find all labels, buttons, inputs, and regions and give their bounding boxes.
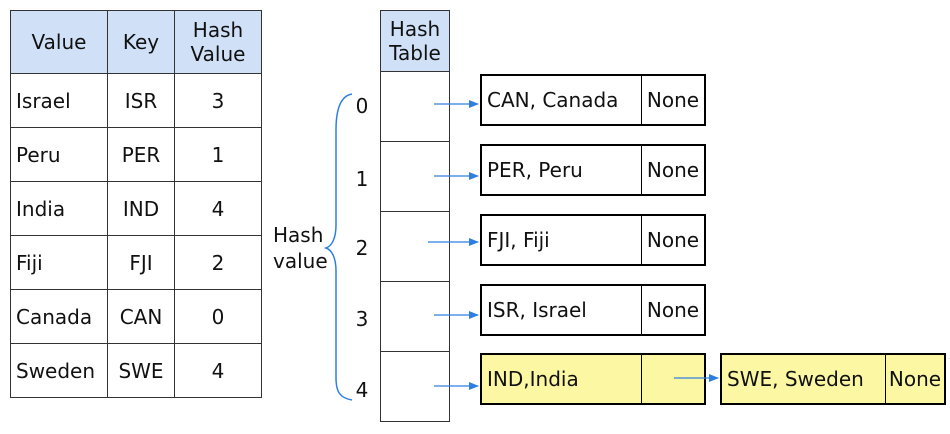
header-hash-line2: Value xyxy=(190,42,246,66)
brace-icon xyxy=(323,93,353,401)
hash-index: 2 xyxy=(355,236,369,260)
hash-table-title-line2: Table xyxy=(389,41,441,65)
node-next: None xyxy=(646,298,700,322)
cell-value: Israel xyxy=(10,73,108,128)
cell-value: India xyxy=(10,181,108,236)
hash-table-title-line1: Hash xyxy=(389,17,441,41)
node-next: None xyxy=(646,88,700,112)
cell-value: Fiji xyxy=(10,235,108,290)
hash-table-header: Hash Table xyxy=(380,10,450,72)
table-row: Sweden SWE 4 xyxy=(10,343,262,398)
cell-hash: 4 xyxy=(174,343,262,398)
table-header-row: Value Key Hash Value xyxy=(10,10,262,74)
node-entry: PER, Peru xyxy=(482,146,642,194)
node-entry: ISR, Israel xyxy=(482,286,642,334)
cell-key: PER xyxy=(107,127,175,182)
list-node: ISR, Israel None xyxy=(480,284,706,336)
node-entry: IND,India xyxy=(482,355,642,403)
cell-key: FJI xyxy=(107,235,175,290)
node-next: None xyxy=(888,367,942,391)
list-node: FJI, Fiji None xyxy=(480,214,706,266)
node-entry: SWE, Sweden xyxy=(722,355,886,403)
hash-value-label-line2: value xyxy=(273,249,328,273)
table-row: Israel ISR 3 xyxy=(10,73,262,128)
node-entry: FJI, Fiji xyxy=(482,216,642,264)
hash-index: 1 xyxy=(355,167,369,191)
header-hash-line1: Hash xyxy=(192,18,244,42)
cell-value: Peru xyxy=(10,127,108,182)
list-node: CAN, Canada None xyxy=(480,74,706,126)
header-value: Value xyxy=(10,10,108,74)
cell-key: ISR xyxy=(107,73,175,128)
list-node-highlighted: IND,India xyxy=(480,353,706,405)
table-row: Fiji FJI 2 xyxy=(10,235,262,290)
table-row: Canada CAN 0 xyxy=(10,289,262,344)
cell-hash: 4 xyxy=(174,181,262,236)
key-value-hash-table: Value Key Hash Value Israel ISR 3 Peru P… xyxy=(10,10,262,398)
list-node: PER, Peru None xyxy=(480,144,706,196)
cell-value: Canada xyxy=(10,289,108,344)
hash-index: 0 xyxy=(355,94,369,118)
cell-key: SWE xyxy=(107,343,175,398)
cell-value: Sweden xyxy=(10,343,108,398)
hash-table-slot xyxy=(380,281,450,352)
hash-table-slot xyxy=(380,211,450,282)
hash-table-slot xyxy=(380,71,450,142)
list-node-highlighted: SWE, Sweden None xyxy=(720,353,946,405)
cell-hash: 2 xyxy=(174,235,262,290)
node-entry: CAN, Canada xyxy=(482,76,642,124)
hash-index: 3 xyxy=(355,307,369,331)
hash-value-label: Hash value xyxy=(273,222,328,274)
hash-value-label-line1: Hash xyxy=(273,223,324,247)
hash-index: 4 xyxy=(355,378,369,402)
cell-hash: 0 xyxy=(174,289,262,344)
node-next: None xyxy=(646,158,700,182)
node-next: None xyxy=(646,228,700,252)
